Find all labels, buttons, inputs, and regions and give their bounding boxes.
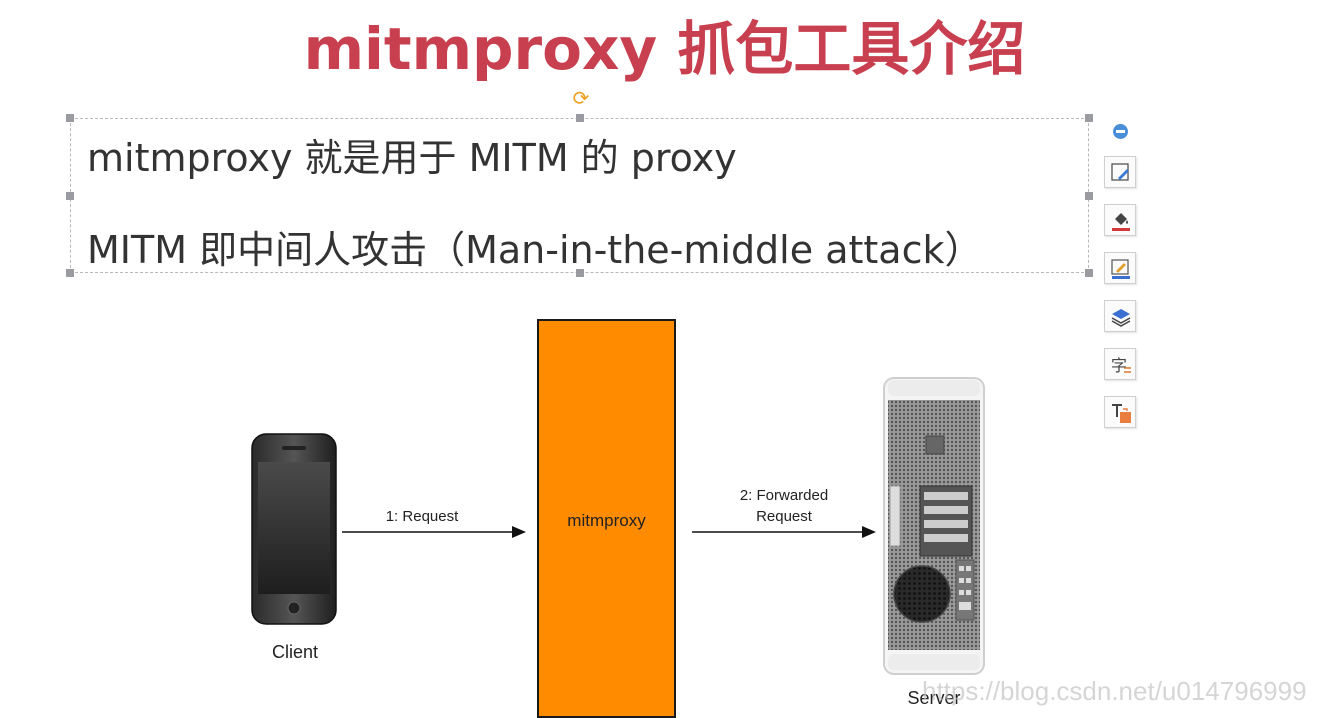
paint-bucket-icon [1112,213,1130,231]
forwarded-label-line-2: Request [756,508,812,525]
text-line-1: mitmproxy 就是用于 MITM 的 proxy [87,136,737,180]
forwarded-arrow-icon [692,526,876,538]
resize-handle-bottom-right[interactable] [1085,269,1093,277]
fill-color-button[interactable] [1104,204,1136,236]
layers-icon [1111,309,1131,327]
forwarded-label-line-1: 2: Forwarded [739,487,829,504]
resize-handle-top-right[interactable] [1085,114,1093,122]
resize-handle-top[interactable] [576,114,584,122]
request-label: 1: Request [385,508,459,525]
text-box-style-button[interactable] [1104,396,1136,428]
pen-line-icon [1111,259,1130,279]
mitmproxy-label: mitmproxy [567,511,646,530]
text-box-icon [1112,404,1131,423]
server-label: Server [907,688,961,708]
resize-handle-bottom-left[interactable] [66,269,74,277]
text-format-button[interactable]: 字 [1104,348,1136,380]
server-icon [883,377,985,675]
phone-icon [251,433,337,625]
rotate-handle-icon[interactable]: ⟳ [572,86,590,110]
client-label: Client [271,642,319,662]
resize-handle-top-left[interactable] [66,114,74,122]
edit-shape-button[interactable] [1104,156,1136,188]
watermark: https://blog.csdn.net/u014796999 [922,676,1307,706]
selected-text-box[interactable]: mitmproxy 就是用于 MITM 的 proxy MITM 即中间人攻击（… [70,118,1089,273]
slide-title: mitmproxy 抓包工具介绍 [303,15,1026,83]
resize-handle-bottom[interactable] [576,269,584,277]
collapse-toolbar-button[interactable] [1113,124,1128,139]
mitm-diagram: Client 1: Request mitmproxy 2: Forwarded… [0,300,1329,718]
text-format-icon: 字 [1111,356,1131,375]
layers-button[interactable] [1104,300,1136,332]
resize-handle-right[interactable] [1085,192,1093,200]
svg-text:字: 字 [1111,356,1127,375]
request-arrow-icon [342,526,526,538]
text-line-2: MITM 即中间人攻击（Man-in-the-middle attack） [87,228,983,272]
mitmproxy-box: mitmproxy [537,319,676,718]
edit-shape-icon [1111,163,1129,181]
resize-handle-left[interactable] [66,192,74,200]
line-color-button[interactable] [1104,252,1136,284]
